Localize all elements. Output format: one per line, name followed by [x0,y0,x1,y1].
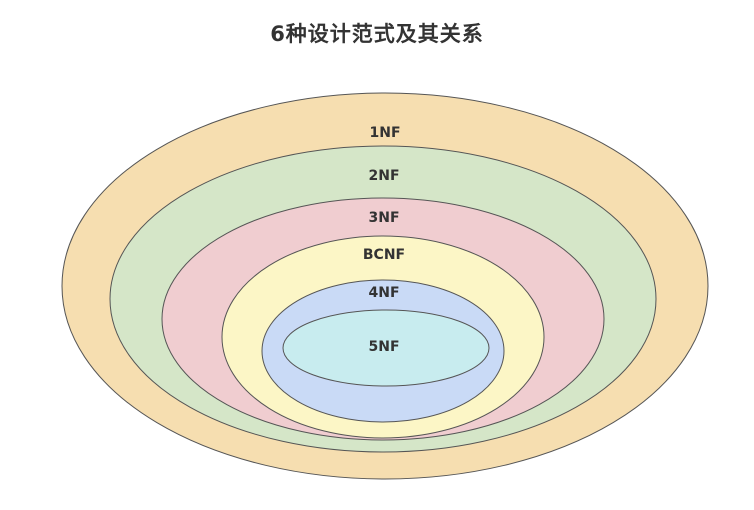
label-4nf: 4NF [368,285,399,301]
label-bcnf: BCNF [363,247,405,263]
page-title: 6种设计范式及其关系 [270,22,484,46]
label-1nf: 1NF [369,125,400,141]
label-2nf: 2NF [368,168,399,184]
ring-5nf [282,309,490,387]
label-5nf: 5NF [368,339,399,355]
label-3nf: 3NF [368,210,399,226]
